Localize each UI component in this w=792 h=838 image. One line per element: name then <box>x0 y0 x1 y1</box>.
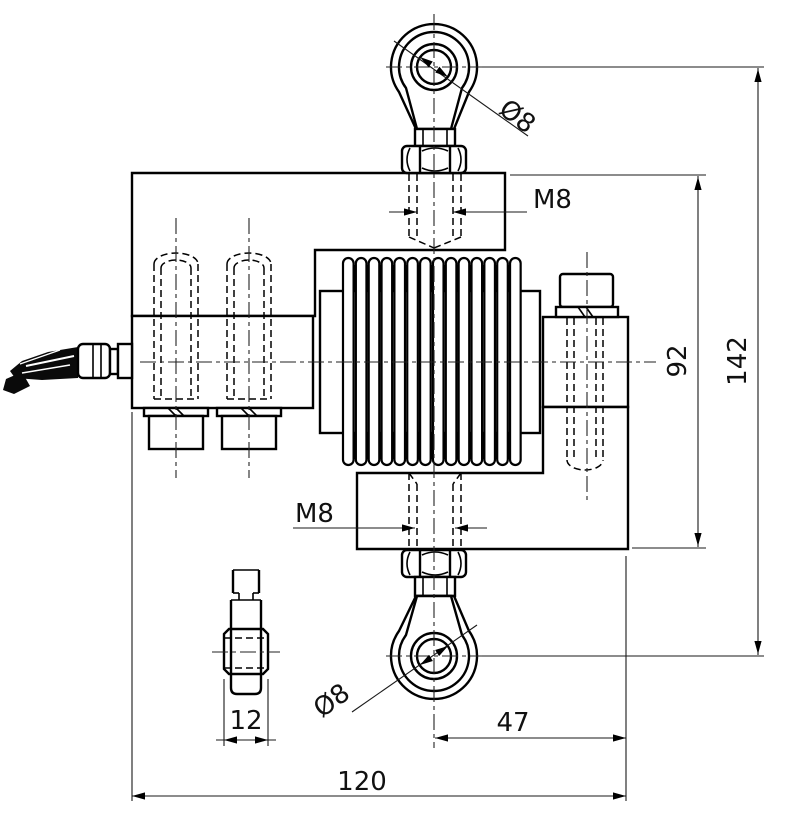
top-thread-hole-hidden <box>408 174 462 249</box>
dim-label-120: 120 <box>337 767 387 797</box>
dim-label-m8-top: M8 <box>533 185 572 215</box>
dim-pin-diameter: 12 <box>216 679 276 746</box>
dim-label-d8-top: Ø8 <box>493 94 541 140</box>
dim-thread-bottom: M8 <box>293 499 487 529</box>
bottom-collar <box>413 575 457 598</box>
dim-label-d8-bottom: Ø8 <box>308 678 356 724</box>
dim-label-m8-bottom: M8 <box>295 499 334 529</box>
cable <box>3 347 78 394</box>
dim-label-142: 142 <box>723 336 753 386</box>
dim-body-height: 92 <box>510 174 706 549</box>
dim-overall-width: 120 <box>131 412 626 801</box>
centerlines <box>140 14 656 748</box>
dimension-arrows <box>132 57 762 800</box>
right-stud-hidden <box>566 318 604 471</box>
dim-label-92: 92 <box>663 344 693 377</box>
dim-label-12: 12 <box>229 706 262 736</box>
overload-stop-pin <box>222 569 270 696</box>
dimensions: 142 92 47 120 M8 M <box>131 40 764 801</box>
bottom-plate <box>355 405 630 551</box>
dim-label-47: 47 <box>496 708 529 738</box>
dim-overall-height: 142 <box>482 66 764 657</box>
top-collar <box>413 127 457 148</box>
bottom-thread-hole-hidden <box>408 472 462 548</box>
cable-gland <box>76 342 134 380</box>
dim-center-to-edge: 47 <box>435 556 627 801</box>
bottom-rod-end-bearing <box>389 548 479 701</box>
